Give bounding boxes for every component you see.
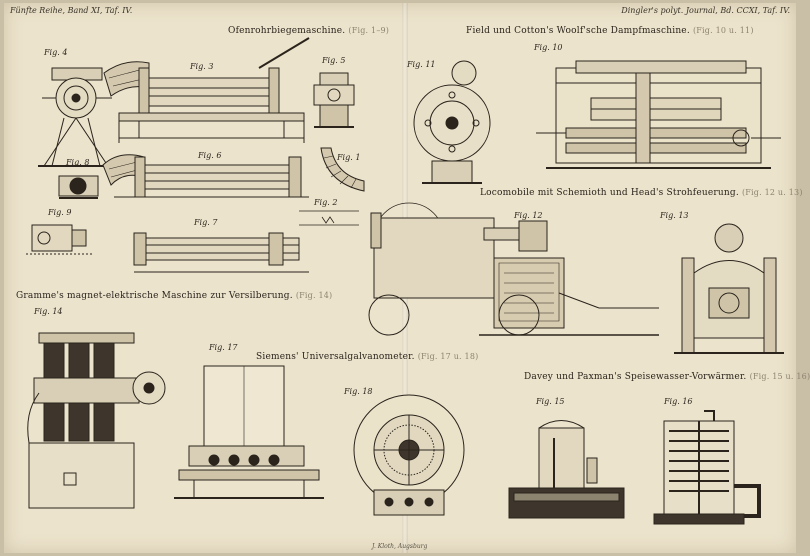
title-ref: (Fig. 10 u. 11) (692, 26, 754, 35)
fig-9-label: Fig. 9 (48, 208, 72, 217)
fig-1-label: Fig. 1 (337, 153, 361, 162)
fig-12-drawing (359, 203, 659, 353)
fig-13-label: Fig. 13 (660, 211, 689, 220)
fig-18-drawing (339, 395, 479, 530)
fig-1-drawing (316, 143, 371, 198)
title-vorwaermer: Davey und Paxman's Speisewasser-Vorwärme… (524, 372, 810, 382)
fig-17-drawing (174, 358, 324, 503)
title-text: Davey und Paxman's Speisewasser-Vorwärme… (524, 372, 747, 382)
fig-7-drawing (129, 228, 314, 278)
series-header: Fünfte Reihe, Band XI, Taf. IV. (10, 6, 133, 15)
fig-5-drawing (310, 68, 358, 133)
engraver-credit: J. Kloth, Augsburg (372, 543, 428, 550)
fig-16-label: Fig. 16 (664, 397, 693, 406)
title-galvanometer: Siemens' Universalgalvanometer. (Fig. 17… (256, 352, 478, 362)
title-ref: (Fig. 17 u. 18) (417, 352, 479, 361)
fig-10-drawing (536, 53, 781, 178)
title-text: Ofenrohrbiegemaschine. (228, 26, 346, 36)
title-text: Gramme's magnet-elektrische Maschine zur… (16, 291, 293, 301)
title-gramme: Gramme's magnet-elektrische Maschine zur… (16, 291, 332, 301)
fig-11-drawing (412, 53, 492, 188)
fig-12-label: Fig. 12 (514, 211, 543, 220)
fig-15-drawing (509, 408, 624, 523)
fig-4-label: Fig. 4 (44, 48, 68, 57)
fig-6-drawing (99, 145, 314, 210)
fig-6-label: Fig. 6 (198, 151, 222, 160)
title-ofenrohrbiegemaschine: Ofenrohrbiegemaschine. (Fig. 1–9) (228, 26, 389, 36)
title-text: Locomobile mit Schemioth und Head's Stro… (480, 188, 739, 198)
fig-4-drawing (34, 58, 119, 173)
fig-2-drawing (294, 203, 364, 233)
fig-13-drawing (674, 218, 784, 363)
fig-9-drawing (24, 220, 94, 260)
title-ref: (Fig. 14) (295, 291, 333, 300)
fig-15-label: Fig. 15 (536, 397, 565, 406)
title-text: Siemens' Universalgalvanometer. (256, 352, 415, 362)
fig-17-label: Fig. 17 (209, 343, 238, 352)
fig-8-label: Fig. 8 (66, 158, 90, 167)
fig-10-label: Fig. 10 (534, 43, 563, 52)
engraving-plate: Fünfte Reihe, Band XI, Taf. IV. Dingler'… (4, 3, 810, 553)
title-locomobile: Locomobile mit Schemioth und Head's Stro… (480, 188, 803, 198)
fig-3-drawing (99, 38, 314, 143)
fig-18-label: Fig. 18 (344, 387, 373, 396)
fig-8-drawing (56, 168, 101, 203)
fig-14-drawing (19, 313, 169, 513)
fig-11-label: Fig. 11 (407, 60, 436, 69)
fig-3-label: Fig. 3 (190, 62, 214, 71)
fig-2-label: Fig. 2 (314, 198, 338, 207)
title-text: Field und Cotton's Woolf'sche Dampfmasch… (466, 26, 690, 36)
title-ref: (Fig. 1–9) (348, 26, 390, 35)
fig-14-label: Fig. 14 (34, 307, 63, 316)
fig-5-label: Fig. 5 (322, 56, 346, 65)
journal-header: Dingler's polyt. Journal, Bd. CCXI, Taf.… (621, 6, 790, 15)
title-ref: (Fig. 15 u. 16) (749, 372, 810, 381)
title-dampfmaschine: Field und Cotton's Woolf'sche Dampfmasch… (466, 26, 754, 36)
fig-7-label: Fig. 7 (194, 218, 218, 227)
fig-16-drawing (649, 406, 774, 526)
title-ref: (Fig. 12 u. 13) (741, 188, 803, 197)
